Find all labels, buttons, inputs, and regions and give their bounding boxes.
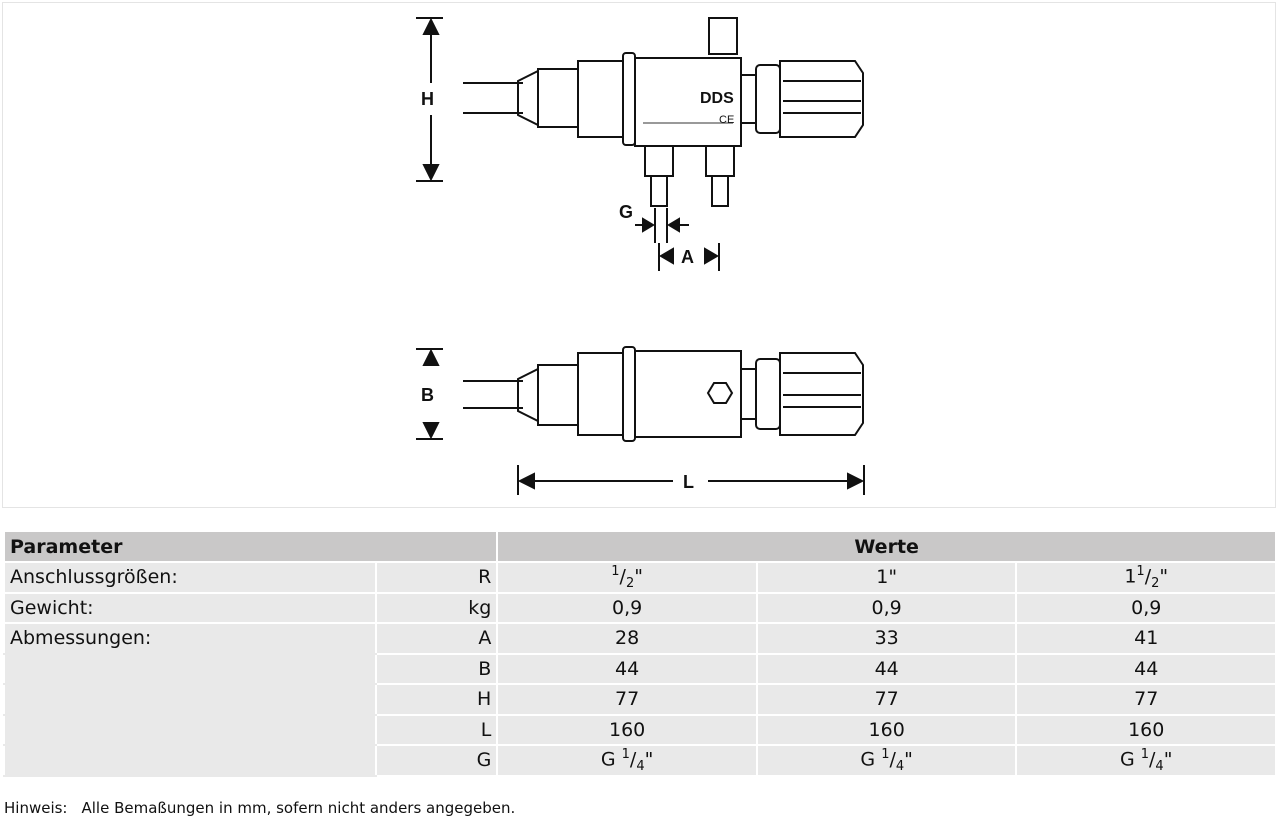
value-cell: G 1/4" [1015,744,1277,777]
table-row: Abmessungen:A 28 33 41 [3,622,1277,655]
value-pre: 33 [874,627,899,650]
svg-text:B: B [421,385,434,405]
param-label [3,683,377,716]
value-pre: 1 [1124,565,1137,588]
dimension-A: A [658,243,720,271]
value-den: 2 [625,575,635,591]
table-row: B 44 44 44 [3,652,1277,685]
value-pre: 77 [874,688,899,711]
value-pre: 28 [615,627,640,650]
side-view: DDS CE [463,17,864,207]
table-row: H 77 77 77 [3,683,1277,716]
value-suf: " [1163,748,1173,771]
value-pre: 77 [615,688,640,711]
param-label [3,713,377,746]
value-cell: G 1/4" [755,744,1018,777]
ce-mark: CE [719,114,734,126]
param-unit: B [374,652,499,685]
svg-text:H: H [421,89,434,109]
value-pre: 77 [1134,688,1159,711]
value-pre: 160 [868,718,905,741]
footnote-text: Alle Bemaßungen in mm, sofern nicht ande… [81,799,516,817]
value-suf: " [904,748,913,771]
value-cell: 41 [1015,622,1277,655]
param-label [3,652,377,685]
value-pre: 44 [1134,657,1159,680]
param-unit: H [374,683,499,716]
value-pre: 0,9 [871,596,902,619]
value-pre: G [1119,748,1141,771]
value-suf: " [644,748,654,771]
value-den: 4 [636,758,645,774]
value-den: 2 [1151,575,1160,591]
header-parameter: Parameter [2,530,499,563]
svg-text:A: A [681,247,694,267]
param-unit: kg [374,591,499,624]
footnote: Hinweis: Alle Bemaßungen in mm, sofern ni… [4,799,515,817]
value-pre: 44 [874,657,899,680]
value-pre: 44 [615,657,640,680]
header-werte: Werte [496,530,1277,563]
param-unit: R [374,561,499,594]
value-cell: 1/2" [496,561,758,594]
product-dimension-drawing: DDS CE H G A B L [2,2,1276,508]
value-pre: G [860,748,882,771]
value-den: 4 [895,758,905,774]
value-cell: 1" [755,561,1018,594]
value-cell: 77 [496,683,758,716]
value-pre: 1" [876,566,898,589]
param-unit: L [374,713,499,746]
dimension-B: B [416,348,443,440]
value-num: 1 [621,746,630,762]
value-num: 1 [881,746,890,762]
svg-text:G: G [619,202,633,222]
value-cell: 44 [1015,652,1277,685]
value-num: 1 [611,563,620,579]
dimension-H: H [416,17,443,182]
top-view [463,346,864,442]
param-label: Gewicht: [3,591,377,624]
value-cell: 77 [755,683,1018,716]
value-cell: G 1/4" [496,744,758,777]
value-cell: 160 [496,713,758,746]
param-unit: A [374,622,499,655]
value-num: 1 [1140,746,1150,762]
value-cell: 33 [755,622,1018,655]
param-unit: G [374,744,499,777]
table-row: L 160 160 160 [3,713,1277,746]
value-cell: 77 [1015,683,1277,716]
param-label [3,744,377,777]
value-cell: 44 [496,652,758,685]
value-pre: 41 [1134,627,1159,650]
svg-text:L: L [683,472,694,492]
value-num: 1 [1136,563,1145,579]
value-pre: G [600,748,622,771]
table-row: Gewicht:kg 0,9 0,9 0,9 [3,591,1277,624]
value-cell: 28 [496,622,758,655]
value-den: 4 [1155,758,1164,774]
table-header-row: Parameter Werte [2,530,1277,563]
value-cell: 160 [755,713,1018,746]
dimension-G: G [619,202,689,243]
value-cell: 44 [755,652,1018,685]
brand-label: DDS [700,90,734,107]
dimension-L: L [517,465,865,495]
value-cell: 11/2" [1015,561,1277,594]
value-cell: 0,9 [755,591,1018,624]
value-cell: 160 [1015,713,1277,746]
param-label: Abmessungen: [3,622,377,655]
value-suf: " [634,565,643,588]
param-label: Anschlussgrößen: [3,561,377,594]
value-pre: 0,9 [612,596,643,619]
value-pre: 0,9 [1131,596,1162,619]
value-cell: 0,9 [496,591,758,624]
value-pre: 160 [608,718,646,741]
value-cell: 0,9 [1015,591,1277,624]
value-pre: 160 [1128,718,1165,741]
value-suf: " [1159,565,1169,588]
footnote-label: Hinweis: [4,799,68,817]
